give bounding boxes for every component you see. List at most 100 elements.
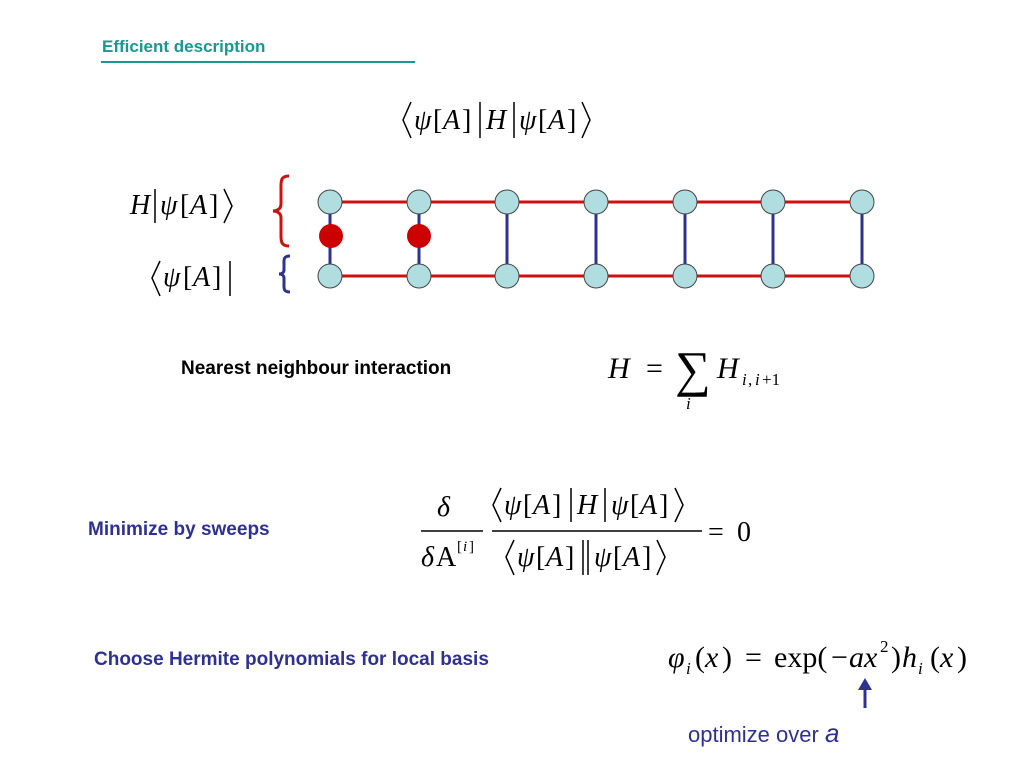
svg-text:φ: φ: [668, 641, 685, 674]
red-brace: [272, 174, 290, 248]
optimize-variable: a: [824, 718, 840, 748]
svg-text:]: ]: [209, 190, 218, 221]
svg-text:A: A: [546, 105, 566, 136]
site-node: [583, 189, 609, 215]
svg-text:H: H: [576, 490, 599, 521]
title-underline: [101, 61, 415, 63]
svg-text:δ: δ: [421, 542, 435, 573]
svg-text:ψ: ψ: [504, 490, 522, 521]
site-node: [672, 189, 698, 215]
site-node: [494, 189, 520, 215]
operator-dot: [407, 224, 431, 248]
svg-text:=: =: [745, 641, 762, 674]
svg-text:[: [: [183, 262, 192, 293]
optimize-prefix: optimize over: [688, 722, 819, 747]
svg-text:[: [: [613, 542, 622, 573]
svg-text:ψ: ψ: [594, 542, 612, 573]
svg-text:[: [: [536, 542, 545, 573]
svg-text:H: H: [607, 352, 632, 385]
hermite-label: Choose Hermite polynomials for local bas…: [94, 649, 489, 670]
svg-text:): ): [891, 641, 901, 674]
svg-text:−: −: [831, 641, 848, 674]
site-node: [849, 263, 875, 289]
operator-dot: [319, 224, 343, 248]
svg-text:A: A: [441, 105, 461, 136]
svg-text:A: A: [191, 262, 211, 293]
svg-text:A: A: [188, 190, 208, 221]
variation-equation: δ δ A [ i ] ψ [ A ] H ψ [ A ] ψ [ A ] ψ …: [421, 487, 751, 576]
svg-text:]: ]: [659, 490, 668, 521]
ket-label: H ψ [ A ]: [129, 188, 233, 224]
svg-text:]: ]: [469, 539, 474, 555]
site-node: [760, 263, 786, 289]
svg-text:]: ]: [642, 542, 651, 573]
svg-text:x: x: [863, 641, 878, 674]
svg-text:]: ]: [212, 262, 221, 293]
svg-text:H: H: [716, 352, 741, 385]
up-arrow-icon: [858, 678, 872, 708]
svg-text:a: a: [849, 641, 864, 674]
svg-text:2: 2: [880, 637, 889, 656]
svg-text:=: =: [708, 517, 724, 548]
site-node: [317, 189, 343, 215]
site-node: [317, 263, 343, 289]
blue-brace: [278, 254, 291, 294]
site-node: [760, 189, 786, 215]
svg-text:ψ: ψ: [611, 490, 629, 521]
nearest-neighbour-label: Nearest neighbour interaction: [181, 358, 452, 379]
svg-text:i: i: [755, 370, 760, 389]
bra-label: ψ [ A ]: [151, 260, 231, 297]
basis-function-equation: φ i ( x ) = exp( − a x 2 ) h i ( x ): [668, 637, 967, 678]
svg-text:A: A: [544, 542, 564, 573]
hamiltonian-equation: H = ∑ i H i , i +1: [607, 341, 780, 413]
svg-text:i: i: [918, 659, 923, 678]
svg-text:]: ]: [565, 542, 574, 573]
site-node: [849, 189, 875, 215]
svg-text:∑: ∑: [675, 341, 711, 397]
svg-text:δ: δ: [437, 492, 451, 523]
expectation-value-equation: ψ [ A ] H ψ [ A ]: [402, 101, 591, 139]
slide-title: Efficient description: [102, 37, 266, 56]
svg-text:A: A: [621, 542, 641, 573]
svg-text:): ): [957, 641, 967, 674]
svg-text:i: i: [686, 394, 691, 413]
optimize-note: optimize over a: [688, 718, 839, 749]
site-node: [494, 263, 520, 289]
svg-text:[: [: [180, 190, 189, 221]
svg-text:(: (: [930, 641, 940, 674]
svg-text:x: x: [939, 641, 954, 674]
site-node: [583, 263, 609, 289]
svg-text:): ): [722, 641, 732, 674]
svg-text:=: =: [646, 352, 663, 385]
site-node: [406, 263, 432, 289]
svg-text:[: [: [538, 105, 547, 136]
svg-text:,: ,: [748, 370, 752, 389]
mps-chain: [317, 189, 875, 289]
svg-text:A: A: [638, 490, 658, 521]
svg-text:A: A: [531, 490, 551, 521]
svg-text:i: i: [463, 539, 467, 555]
svg-text:ψ: ψ: [163, 262, 181, 293]
svg-text:A: A: [436, 542, 457, 573]
svg-text:[: [: [433, 105, 442, 136]
svg-text:]: ]: [462, 105, 471, 136]
svg-text:H: H: [485, 105, 508, 136]
svg-text:[: [: [630, 490, 639, 521]
svg-text:i: i: [686, 659, 691, 678]
svg-text:H: H: [129, 190, 152, 221]
svg-text:+1: +1: [762, 370, 780, 389]
svg-text:x: x: [704, 641, 719, 674]
svg-text:i: i: [742, 370, 747, 389]
svg-text:ψ: ψ: [517, 542, 535, 573]
svg-text:ψ: ψ: [519, 105, 537, 136]
svg-text:[: [: [523, 490, 532, 521]
svg-text:(: (: [695, 641, 705, 674]
svg-text:ψ: ψ: [160, 190, 178, 221]
site-node: [406, 189, 432, 215]
svg-text:[: [: [457, 539, 462, 555]
minimize-label: Minimize by sweeps: [88, 519, 270, 540]
svg-text:ψ: ψ: [414, 105, 432, 136]
svg-text:]: ]: [567, 105, 576, 136]
site-node: [672, 263, 698, 289]
